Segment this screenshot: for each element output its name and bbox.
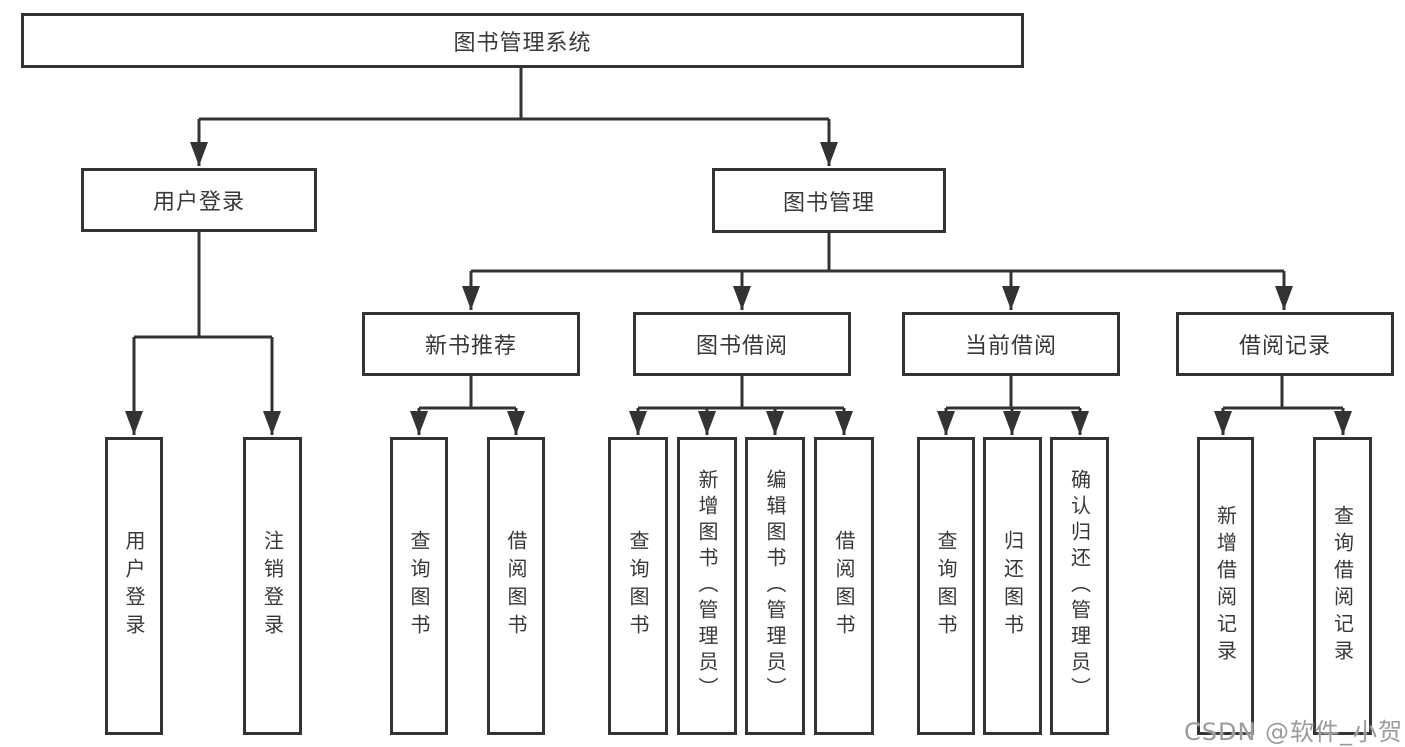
- node-new-book-recommend: 新书推荐: [362, 312, 580, 376]
- node-user-login-branch: 用户登录: [81, 168, 317, 232]
- leaf-rec-query-books: 查询图书: [390, 437, 448, 735]
- leaf-cur-return-books: 归还图书: [983, 437, 1042, 735]
- leaf-bor-edit-book-admin: 编辑图书（管理员）: [745, 437, 805, 735]
- leaf-logout: 注销登录: [243, 437, 302, 735]
- node-borrowing-records: 借阅记录: [1176, 312, 1394, 376]
- node-current-borrowing: 当前借阅: [902, 312, 1120, 376]
- leaf-log-add-borrow-record: 新增借阅记录: [1197, 437, 1254, 735]
- leaf-log-query-borrow-record: 查询借阅记录: [1313, 437, 1372, 735]
- leaf-cur-confirm-return-admin: 确认归还（管理员）: [1050, 437, 1109, 735]
- leaf-rec-borrow-books: 借阅图书: [487, 437, 545, 735]
- csdn-watermark: CSDN @软件_小贺同学: [1184, 718, 1405, 746]
- node-book-management-branch: 图书管理: [712, 168, 946, 233]
- node-library-management-system: 图书管理系统: [21, 13, 1024, 68]
- node-book-borrowing: 图书借阅: [633, 312, 851, 376]
- leaf-bor-borrow-books: 借阅图书: [814, 437, 874, 735]
- leaf-bor-query-books: 查询图书: [608, 437, 668, 735]
- leaf-cur-query-books: 查询图书: [917, 437, 975, 735]
- leaf-user-login: 用户登录: [105, 437, 163, 735]
- leaf-bor-add-book-admin: 新增图书（管理员）: [677, 437, 737, 735]
